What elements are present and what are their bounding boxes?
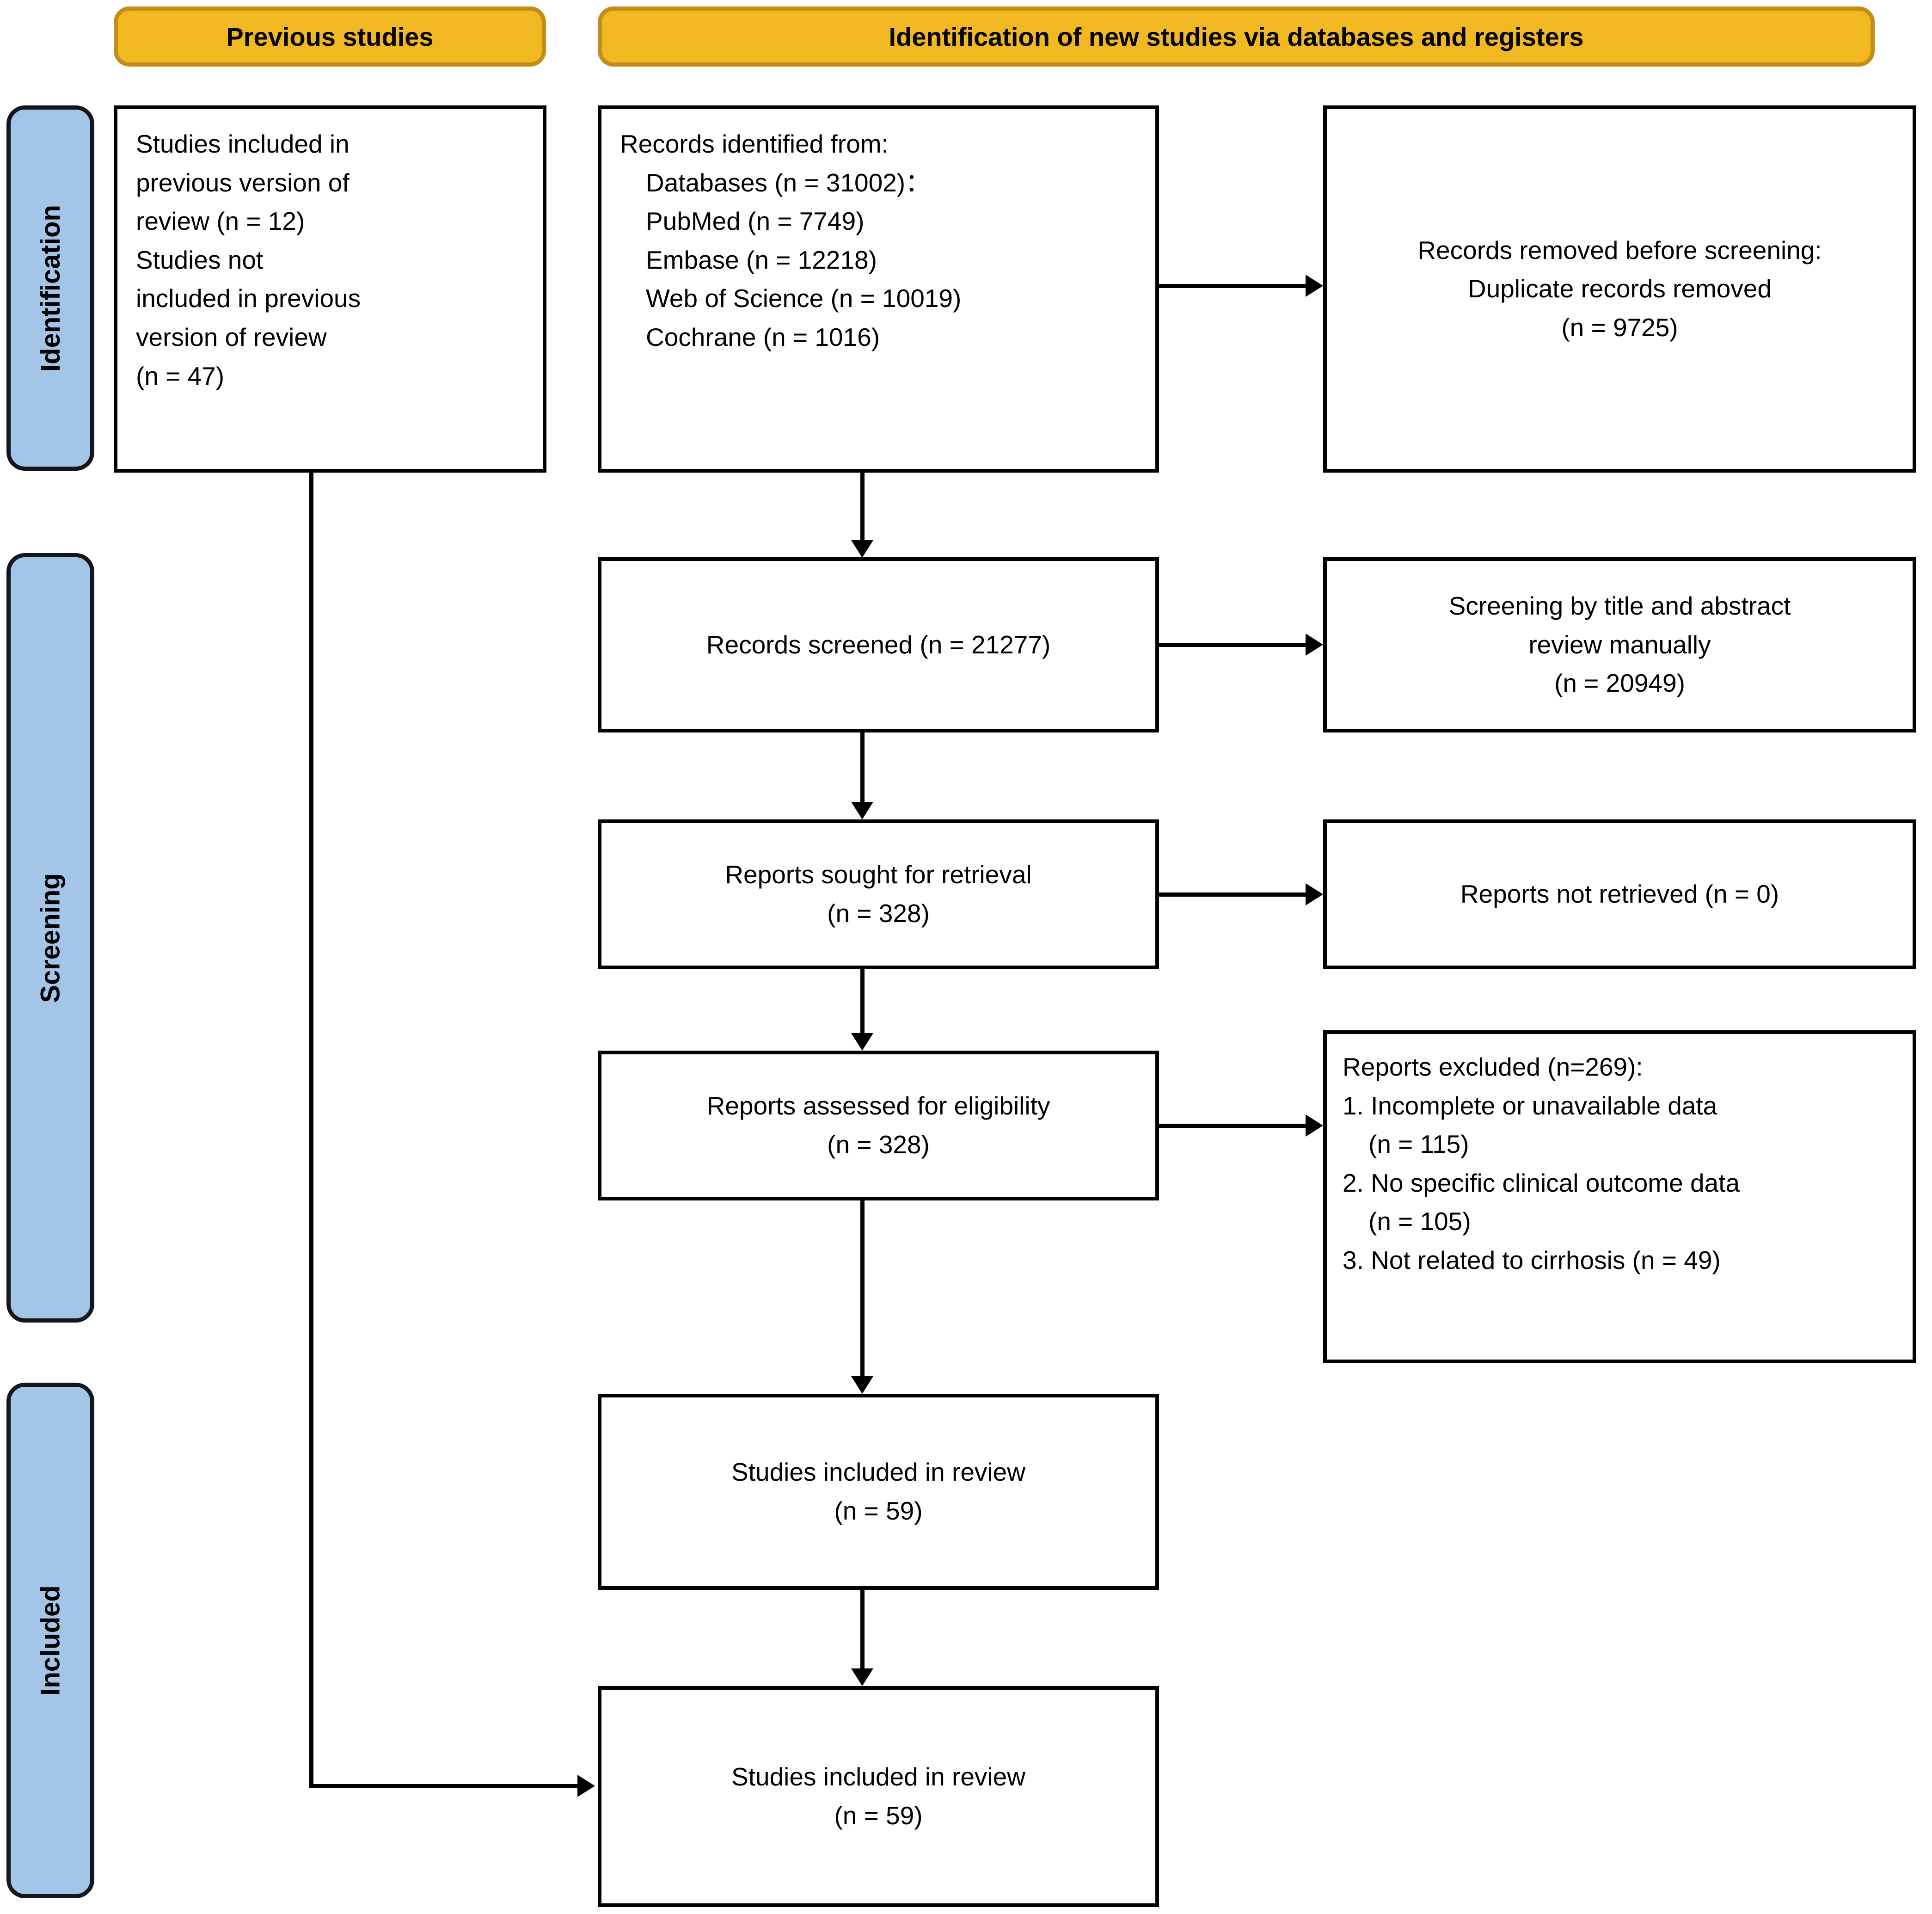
arrowhead-identified-to-removed bbox=[1306, 275, 1323, 297]
records-identified-item-pubmed: PubMed (n = 7749) bbox=[646, 207, 865, 236]
stage-pill-included-label: Included bbox=[35, 1585, 66, 1696]
connector-previous-horizontal bbox=[309, 1784, 577, 1788]
previous-studies-line-1: Studies included in bbox=[136, 129, 350, 158]
studies-included-total-line-2: (n = 59) bbox=[834, 1801, 923, 1830]
records-identified-item-cochrane: Cochrane (n = 1016) bbox=[646, 322, 880, 351]
connector-assessed-to-included-new bbox=[860, 1200, 865, 1376]
records-removed-line-2: Duplicate records removed bbox=[1467, 274, 1772, 303]
arrowhead-identified-to-screened bbox=[851, 540, 873, 558]
box-previous-studies: Studies included in previous version of … bbox=[114, 105, 546, 473]
reports-not-retrieved-line-1: Reports not retrieved (n = 0) bbox=[1460, 880, 1779, 909]
arrowhead-sought-to-not-retrieved bbox=[1306, 883, 1323, 905]
box-reports-excluded: Reports excluded (n=269): 1. Incomplete … bbox=[1323, 1030, 1916, 1363]
reports-assessed-line-1: Reports assessed for eligibility bbox=[706, 1091, 1050, 1120]
reports-excluded-item-2: 2. No specific clinical outcome data bbox=[1343, 1168, 1740, 1197]
box-records-identified: Records identified from: Databases (n = … bbox=[598, 105, 1159, 473]
studies-included-new-line-1: Studies included in review bbox=[731, 1458, 1025, 1487]
arrowhead-screened-to-sought bbox=[851, 802, 873, 819]
records-identified-item-wos: Web of Science (n = 10019) bbox=[646, 284, 962, 313]
records-screened-line-1: Records screened (n = 21277) bbox=[706, 630, 1051, 659]
reports-assessed-line-2: (n = 328) bbox=[827, 1130, 930, 1159]
reports-sought-line-2: (n = 328) bbox=[827, 899, 930, 928]
reports-excluded-title: Reports excluded (n=269): bbox=[1343, 1052, 1643, 1081]
connector-included-new-to-total bbox=[860, 1590, 865, 1668]
stage-pill-identification: Identification bbox=[6, 105, 94, 471]
box-reports-assessed: Reports assessed for eligibility (n = 32… bbox=[598, 1051, 1159, 1200]
connector-assessed-to-excluded bbox=[1159, 1124, 1306, 1128]
box-studies-included-new: Studies included in review (n = 59) bbox=[598, 1394, 1159, 1590]
screening-manual-line-1: Screening by title and abstract bbox=[1448, 591, 1791, 621]
reports-sought-line-1: Reports sought for retrieval bbox=[725, 860, 1032, 889]
connector-identified-to-screened bbox=[860, 473, 865, 540]
connector-sought-to-assessed bbox=[860, 969, 865, 1033]
box-records-screened: Records screened (n = 21277) bbox=[598, 557, 1159, 732]
studies-included-total-line-1: Studies included in review bbox=[731, 1762, 1025, 1791]
previous-studies-line-3: review (n = 12) bbox=[136, 207, 305, 236]
reports-excluded-item-2-count: (n = 105) bbox=[1368, 1207, 1471, 1236]
stage-pill-screening: Screening bbox=[6, 553, 94, 1323]
arrowhead-screened-to-manual bbox=[1306, 634, 1323, 656]
box-screening-manual: Screening by title and abstract review m… bbox=[1323, 557, 1916, 732]
reports-excluded-item-1-count: (n = 115) bbox=[1368, 1130, 1469, 1159]
connector-previous-vertical bbox=[309, 473, 313, 1788]
box-reports-not-retrieved: Reports not retrieved (n = 0) bbox=[1323, 819, 1916, 969]
banner-previous-studies: Previous studies bbox=[114, 6, 546, 67]
previous-studies-line-6: version of review bbox=[136, 322, 327, 351]
box-studies-included-total: Studies included in review (n = 59) bbox=[598, 1686, 1159, 1907]
connector-screened-to-manual bbox=[1159, 643, 1306, 647]
records-identified-item-databases: Databases (n = 31002)： bbox=[646, 168, 931, 197]
records-removed-line-3: (n = 9725) bbox=[1561, 313, 1678, 342]
reports-excluded-item-3: 3. Not related to cirrhosis (n = 49) bbox=[1343, 1245, 1721, 1274]
box-reports-sought: Reports sought for retrieval (n = 328) bbox=[598, 819, 1159, 969]
stage-pill-included: Included bbox=[6, 1383, 94, 1898]
arrowhead-previous-to-included-total bbox=[577, 1775, 595, 1797]
banner-identification-new-studies: Identification of new studies via databa… bbox=[598, 6, 1875, 67]
records-identified-item-embase: Embase (n = 12218) bbox=[646, 245, 877, 274]
previous-studies-line-5: included in previous bbox=[136, 284, 361, 313]
arrowhead-included-new-to-total bbox=[851, 1668, 873, 1686]
previous-studies-line-2: previous version of bbox=[136, 168, 350, 197]
previous-studies-line-7: (n = 47) bbox=[136, 361, 225, 390]
records-identified-title: Records identified from: bbox=[620, 129, 889, 158]
arrowhead-assessed-to-excluded bbox=[1306, 1114, 1323, 1137]
connector-identified-to-removed bbox=[1159, 284, 1306, 288]
banner-identification-new-studies-label: Identification of new studies via databa… bbox=[889, 22, 1584, 51]
previous-studies-line-4: Studies not bbox=[136, 245, 264, 274]
arrowhead-assessed-to-included-new bbox=[851, 1376, 873, 1394]
stage-pill-identification-label: Identification bbox=[35, 204, 66, 372]
screening-manual-line-3: (n = 20949) bbox=[1554, 669, 1685, 698]
stage-pill-screening-label: Screening bbox=[35, 873, 66, 1003]
connector-screened-to-sought bbox=[860, 732, 865, 802]
banner-previous-studies-label: Previous studies bbox=[226, 22, 434, 51]
box-records-removed: Records removed before screening: Duplic… bbox=[1323, 105, 1916, 473]
screening-manual-line-2: review manually bbox=[1528, 630, 1711, 659]
studies-included-new-line-2: (n = 59) bbox=[834, 1496, 923, 1525]
records-removed-line-1: Records removed before screening: bbox=[1417, 235, 1822, 265]
connector-sought-to-not-retrieved bbox=[1159, 892, 1306, 897]
arrowhead-sought-to-assessed bbox=[851, 1033, 873, 1051]
reports-excluded-item-1: 1. Incomplete or unavailable data bbox=[1343, 1091, 1717, 1120]
